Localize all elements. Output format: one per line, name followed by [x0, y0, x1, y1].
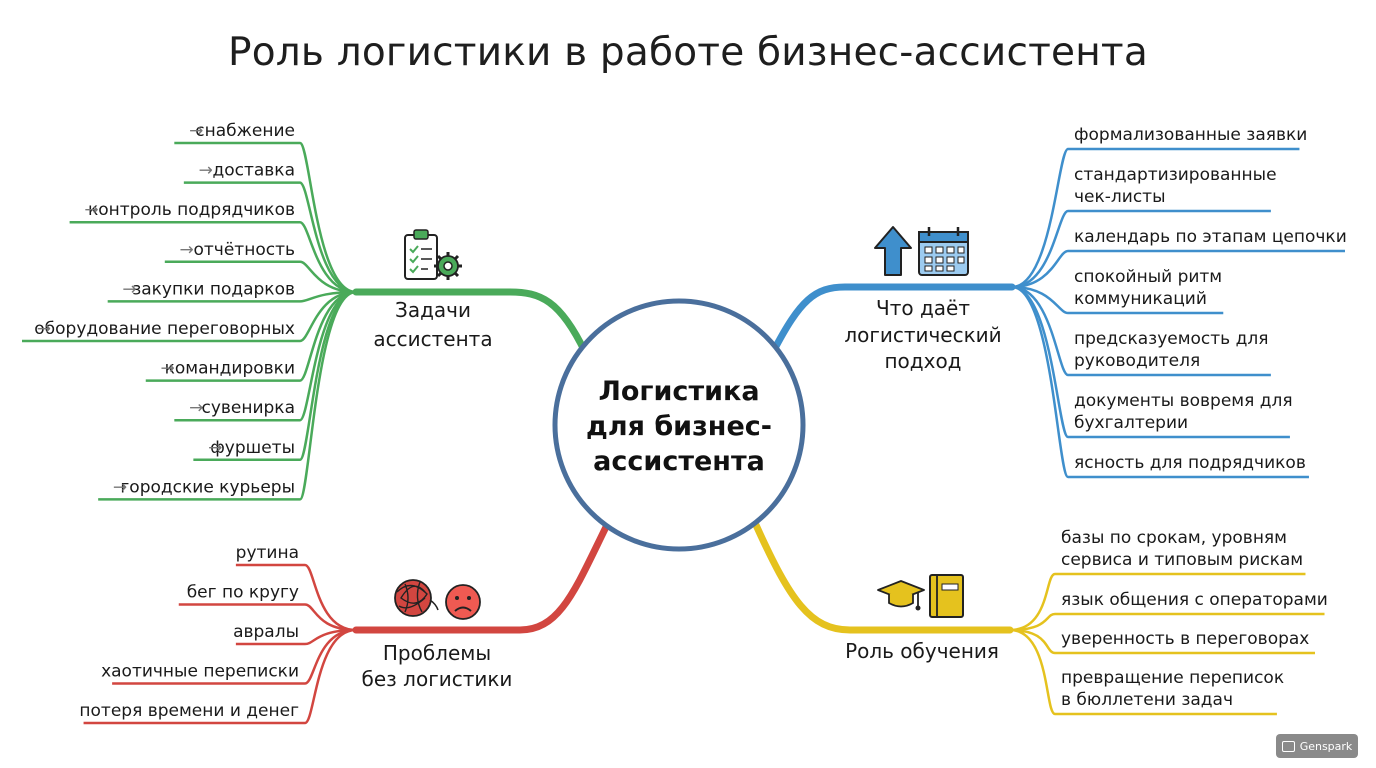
leaf-connector — [298, 290, 357, 501]
arrow-right-icon: → — [189, 121, 203, 141]
branch-link-tasks — [352, 288, 589, 356]
graduation-cap-icon — [877, 580, 925, 611]
leaf-item-benefits: документы вовремя для — [1074, 391, 1293, 411]
sad-face-icon — [445, 584, 481, 620]
leaf-item-benefits: предсказуемость для — [1074, 329, 1268, 349]
svg-text:без логистики: без логистики — [362, 667, 513, 691]
branch-title-problems: Проблемы без логистики — [362, 641, 513, 691]
leaf-connector — [299, 220, 357, 294]
leaf-item-tasks: доставка — [212, 161, 295, 181]
branch-link-problems — [352, 523, 610, 634]
leaf-connector — [1011, 285, 1070, 479]
leaf-connector — [298, 181, 357, 294]
center-node: Логистика для бизнес- ассистента — [552, 298, 806, 552]
arrow-up-icon — [874, 226, 912, 276]
logo-label: Genspark — [1299, 739, 1353, 753]
arrow-right-icon: → — [180, 240, 194, 260]
leaf-item-problems: бег по кругу — [187, 583, 299, 603]
arrow-right-icon: → — [37, 319, 51, 339]
leaf-item-problems: авралы — [233, 622, 299, 642]
leaf-connector — [1011, 285, 1069, 377]
leaf-item-benefits: бухгалтерии — [1074, 413, 1188, 433]
page-title: Роль логистики в работе бизнес-ассистент… — [228, 30, 1148, 75]
leaf-item-education: сервиса и типовым рискам — [1061, 550, 1303, 570]
branch-title-education: Роль обучения — [845, 639, 999, 663]
arrow-right-icon: → — [84, 200, 98, 220]
arrow-right-icon: → — [199, 161, 213, 181]
leaf-item-tasks: городские курьеры — [120, 477, 295, 497]
leaf-item-benefits: спокойный ритм — [1074, 267, 1222, 287]
leaf-item-tasks: контроль подрядчиков — [88, 200, 295, 220]
leaf-item-education: в бюллетени задач — [1061, 690, 1233, 710]
leaf-item-benefits: стандартизированные — [1074, 165, 1277, 185]
leaf-item-problems: рутина — [236, 543, 299, 563]
leaf-connector — [1011, 209, 1069, 289]
branch-title-benefits: Что даёт логистический подход — [844, 296, 1001, 373]
center-line: для бизнес- — [586, 411, 772, 442]
leaf-item-problems: потеря времени и денег — [79, 701, 299, 721]
arrow-right-icon: → — [122, 279, 136, 299]
leaf-item-education: превращение переписок — [1061, 668, 1284, 688]
arrow-right-icon: → — [113, 477, 127, 497]
leaf-item-tasks: сувенирка — [201, 398, 295, 418]
logo-mark-icon — [1281, 740, 1295, 752]
gear-icon — [434, 252, 462, 280]
svg-text:подход: подход — [884, 349, 961, 373]
center-line: ассистента — [593, 446, 765, 477]
leaf-item-education: уверенность в переговорах — [1061, 629, 1309, 649]
clipboard-icon — [404, 229, 438, 280]
branch-link-benefits — [769, 283, 1016, 356]
svg-text:логистический: логистический — [844, 323, 1001, 347]
leaf-item-benefits: ясность для подрядчиков — [1074, 453, 1306, 473]
svg-text:ассистента: ассистента — [373, 327, 492, 351]
leaf-item-tasks: отчётность — [194, 240, 296, 260]
genspark-logo: Genspark — [1276, 734, 1358, 758]
leaf-item-benefits: чек-листы — [1074, 187, 1166, 207]
leaf-item-benefits: календарь по этапам цепочки — [1074, 227, 1347, 247]
leaf-connector — [298, 141, 357, 294]
svg-text:Задачи: Задачи — [395, 298, 471, 322]
leaf-connector — [1009, 628, 1056, 716]
arrow-right-icon: → — [161, 359, 175, 379]
leaf-item-tasks: командировки — [165, 359, 295, 379]
leaf-connector — [1011, 147, 1070, 289]
leaf-item-education: базы по срокам, уровням — [1061, 528, 1287, 548]
leaf-connector — [304, 563, 357, 632]
leaf-item-benefits: руководителя — [1074, 351, 1200, 371]
leaf-item-education: язык общения с операторами — [1061, 590, 1328, 610]
center-line: Логистика — [598, 376, 759, 407]
leaf-connector — [304, 628, 357, 685]
leaf-item-tasks: фуршеты — [210, 438, 295, 458]
leaf-item-problems: хаотичные переписки — [101, 662, 299, 682]
arrow-right-icon: → — [189, 398, 203, 418]
leaf-connector — [1011, 249, 1069, 289]
svg-text:Роль обучения: Роль обучения — [845, 639, 999, 663]
branch-title-tasks: Задачи ассистента — [373, 298, 492, 351]
leaf-item-tasks: закупки подарков — [132, 279, 295, 299]
tangle-icon — [394, 579, 439, 617]
svg-text:Что даёт: Что даёт — [876, 296, 970, 320]
leaf-item-tasks: снабжение — [195, 121, 295, 141]
branch-link-education — [752, 521, 1014, 634]
leaf-connector — [303, 628, 357, 725]
leaf-item-benefits: коммуникаций — [1074, 289, 1207, 309]
leaf-item-tasks: оборудование переговорных — [34, 319, 295, 339]
leaf-item-benefits: формализованные заявки — [1074, 125, 1307, 145]
calendar-icon — [918, 227, 969, 276]
leaf-connector — [1009, 572, 1056, 632]
svg-text:Проблемы: Проблемы — [383, 641, 491, 665]
book-icon — [929, 574, 964, 618]
arrow-right-icon: → — [208, 438, 222, 458]
